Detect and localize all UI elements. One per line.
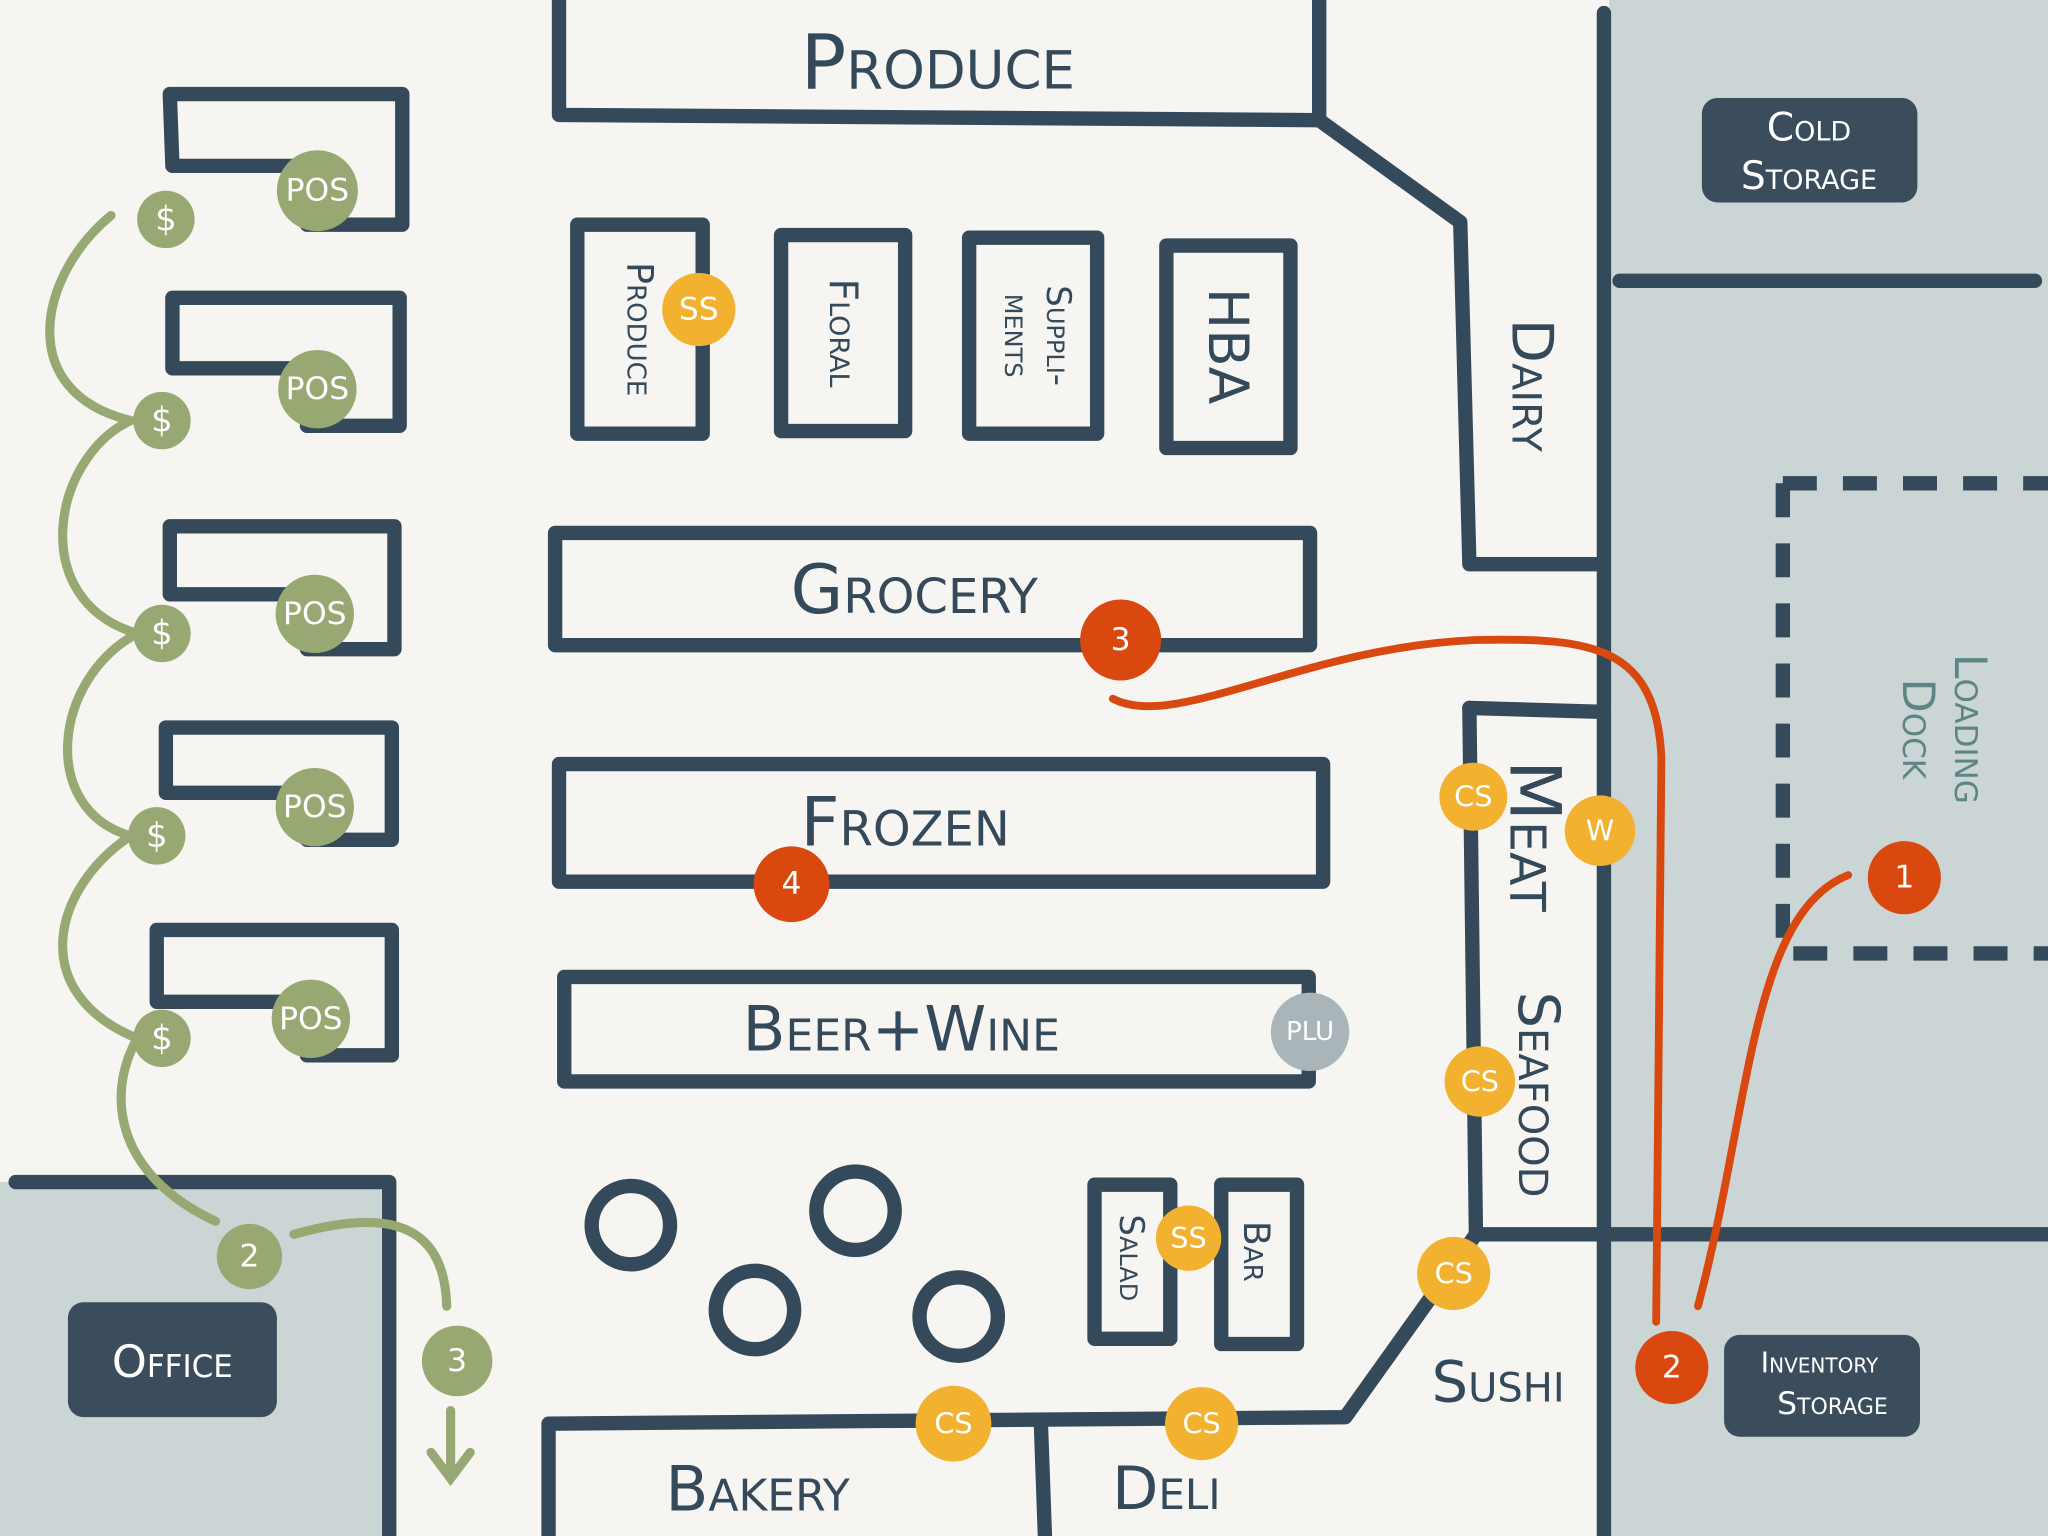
office-tag — [67, 1302, 277, 1418]
hba-shelf — [1159, 238, 1298, 456]
pos-terminal-2: POS — [278, 350, 357, 429]
pos-terminal-5: POS — [271, 979, 351, 1058]
cs-station-seafood: CS — [1444, 1046, 1516, 1117]
svg-text:3: 3 — [447, 1343, 467, 1379]
svg-text:HBA: HBA — [1196, 288, 1260, 405]
pos-terminal-1: POS — [276, 150, 358, 232]
svg-text:Inventory: Inventory — [1761, 1345, 1879, 1379]
svg-text:3: 3 — [1111, 622, 1131, 658]
svg-text:Floral: Floral — [820, 279, 865, 388]
ss-station-produce: SS — [662, 272, 736, 347]
cold-storage-tag — [1701, 97, 1918, 203]
svg-text:Produce: Produce — [801, 19, 1075, 107]
station-markers: SS CS W CS CS CS CS SS PLU — [662, 272, 1636, 1462]
svg-text:Suppli-: Suppli- — [1038, 285, 1078, 386]
salad-bar-right — [1214, 1177, 1305, 1352]
red-step-1: 1 — [1867, 841, 1941, 915]
svg-text:$: $ — [151, 401, 173, 441]
svg-text:4: 4 — [782, 866, 802, 902]
grocery-aisle — [547, 525, 1318, 653]
cs-station-bakery: CS — [915, 1385, 992, 1462]
svg-text:SS: SS — [1170, 1221, 1206, 1255]
svg-text:W: W — [1586, 814, 1614, 848]
svg-text:POS: POS — [286, 173, 349, 209]
cs-station-deli: CS — [1165, 1387, 1239, 1461]
svg-text:POS: POS — [286, 371, 349, 407]
red-step-3: 3 — [1080, 599, 1162, 681]
cash-register-3: $ — [133, 604, 191, 663]
ss-station-salad: SS — [1155, 1205, 1222, 1271]
stocking-route — [1108, 635, 1853, 1326]
svg-text:CS: CS — [1182, 1407, 1220, 1441]
svg-text:Sushi: Sushi — [1432, 1348, 1565, 1415]
shelves — [547, 217, 1331, 1352]
svg-text:Meat: Meat — [1494, 760, 1576, 913]
svg-text:CS: CS — [934, 1407, 972, 1441]
svg-text:POS: POS — [279, 1001, 342, 1037]
svg-text:Deli: Deli — [1112, 1454, 1221, 1524]
svg-text:$: $ — [151, 613, 173, 653]
svg-text:Storage: Storage — [1777, 1386, 1888, 1422]
svg-text:SS: SS — [679, 292, 719, 328]
walls — [8, 0, 2048, 1536]
cash-register-4: $ — [128, 807, 186, 865]
cs-station-sushi: CS — [1417, 1236, 1491, 1311]
checkout-lanes — [149, 86, 410, 1063]
svg-text:Storage: Storage — [1741, 154, 1877, 199]
pos-terminal-4: POS — [275, 768, 354, 847]
svg-text:1: 1 — [1894, 860, 1914, 896]
pos-markers: POS POS POS POS POS $ $ $ $ $ 2 3 — [128, 150, 493, 1397]
pos-terminal-3: POS — [275, 574, 354, 654]
department-labels: Produce Produce Floral Suppli- ments HBA… — [619, 19, 1996, 1526]
svg-text:POS: POS — [283, 789, 346, 825]
svg-text:Dairy: Dairy — [1499, 319, 1566, 453]
svg-text:Dock: Dock — [1892, 679, 1943, 780]
svg-text:Beer+Wine: Beer+Wine — [743, 993, 1060, 1066]
frozen-aisle — [551, 756, 1331, 889]
cash-register-2: $ — [133, 391, 191, 450]
room-labels: Cold Storage Inventory Storage Office — [67, 97, 1920, 1437]
svg-text:Seafood: Seafood — [1505, 992, 1572, 1198]
cs-station-meat: CS — [1439, 762, 1508, 831]
svg-text:Bakery: Bakery — [665, 1452, 850, 1525]
svg-text:2: 2 — [1662, 1350, 1682, 1386]
cash-register-1: $ — [137, 190, 195, 249]
svg-text:Frozen: Frozen — [800, 783, 1009, 862]
red-step-4: 4 — [753, 846, 830, 923]
svg-text:ments: ments — [996, 294, 1036, 378]
w-station-meat: W — [1564, 795, 1636, 866]
svg-text:POS: POS — [283, 596, 346, 632]
svg-text:Office: Office — [112, 1337, 233, 1388]
svg-text:Salad: Salad — [1111, 1214, 1151, 1301]
back-room-area — [1609, 0, 2048, 1536]
svg-text:PLU: PLU — [1286, 1017, 1334, 1047]
svg-text:Bar: Bar — [1235, 1221, 1278, 1282]
supplements-shelf — [961, 230, 1105, 441]
red-step-2: 2 — [1635, 1330, 1709, 1405]
svg-text:$: $ — [151, 1018, 173, 1058]
svg-text:Cold: Cold — [1767, 106, 1851, 151]
svg-text:CS: CS — [1435, 1256, 1473, 1290]
floral-shelf — [773, 227, 913, 439]
stocking-steps: 1 2 3 4 — [753, 599, 1941, 1405]
green-step-2: 2 — [216, 1223, 283, 1290]
svg-text:$: $ — [146, 816, 168, 856]
svg-text:CS: CS — [1461, 1064, 1499, 1098]
svg-text:Loading: Loading — [1944, 654, 1995, 804]
cash-register-5: $ — [133, 1009, 191, 1068]
seating-tables — [584, 1164, 1006, 1363]
inventory-storage-tag — [1724, 1334, 1920, 1437]
svg-text:2: 2 — [240, 1238, 260, 1274]
svg-text:Produce: Produce — [619, 262, 662, 396]
svg-text:CS: CS — [1454, 780, 1492, 814]
svg-text:Grocery: Grocery — [791, 551, 1039, 630]
green-step-3: 3 — [421, 1325, 493, 1397]
plu-station: PLU — [1270, 992, 1350, 1072]
svg-text:$: $ — [155, 199, 177, 239]
